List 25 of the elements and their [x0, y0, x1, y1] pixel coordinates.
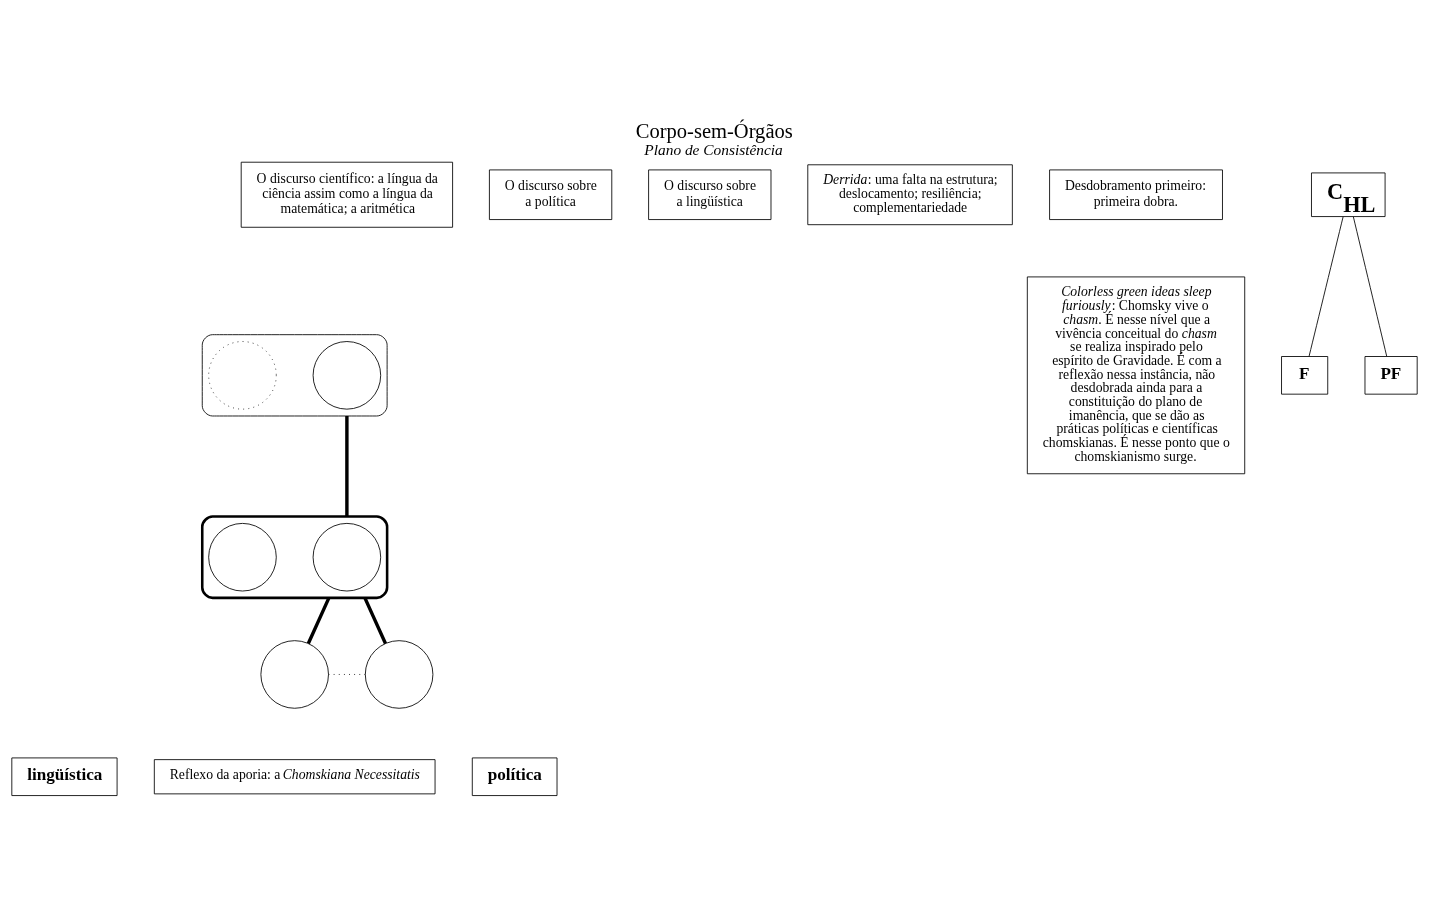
node-box: Colorless green ideas sleep furiously: Chomsky vive o chasm. É nesse nível que a vivência conceitual do chasm se realiza inspirado pelo espírito de Gravidade. É com a reflexão nessa instância, não desdobrada ainda para a constituição do plano de imanência, que se dão as práticas políticas e científicas chomskianas. É nesse ponto que o chomskianismo surge. — [1026, 276, 1246, 475]
node-circle — [312, 522, 382, 592]
node-box: política — [471, 757, 558, 796]
node-box: PF — [1364, 356, 1418, 395]
connector — [363, 597, 388, 645]
node-circle — [312, 341, 382, 410]
cluster — [200, 515, 389, 600]
node-box: O discurso científico: a língua da ciência assim como a língua da matemática; a aritmética — [240, 161, 454, 228]
node-box: O discurso sobre a política — [488, 169, 613, 220]
connector — [306, 597, 331, 645]
node-box: Reflexo da aporia: a Chomskiana Necessitatis — [153, 759, 436, 795]
node-circle — [260, 640, 329, 709]
node-box: Desdobramento primeiro: primeira dobra. — [1049, 169, 1223, 220]
node-box: lingüística — [11, 757, 118, 796]
cluster — [201, 334, 388, 417]
node-box: F — [1281, 356, 1329, 395]
connector — [1308, 216, 1344, 357]
node-box: Derrida: uma falta na estrutura; deslocamento; resiliência; complementariedade — [807, 164, 1013, 226]
connector — [1352, 216, 1388, 357]
node-circle — [364, 640, 434, 709]
node-circle — [208, 341, 277, 410]
diagram-title: Corpo-sem-Órgãos — [635, 120, 793, 143]
node-box: O discurso sobre a lingüística — [648, 169, 772, 220]
node-circle — [208, 522, 277, 592]
connector — [345, 416, 349, 517]
